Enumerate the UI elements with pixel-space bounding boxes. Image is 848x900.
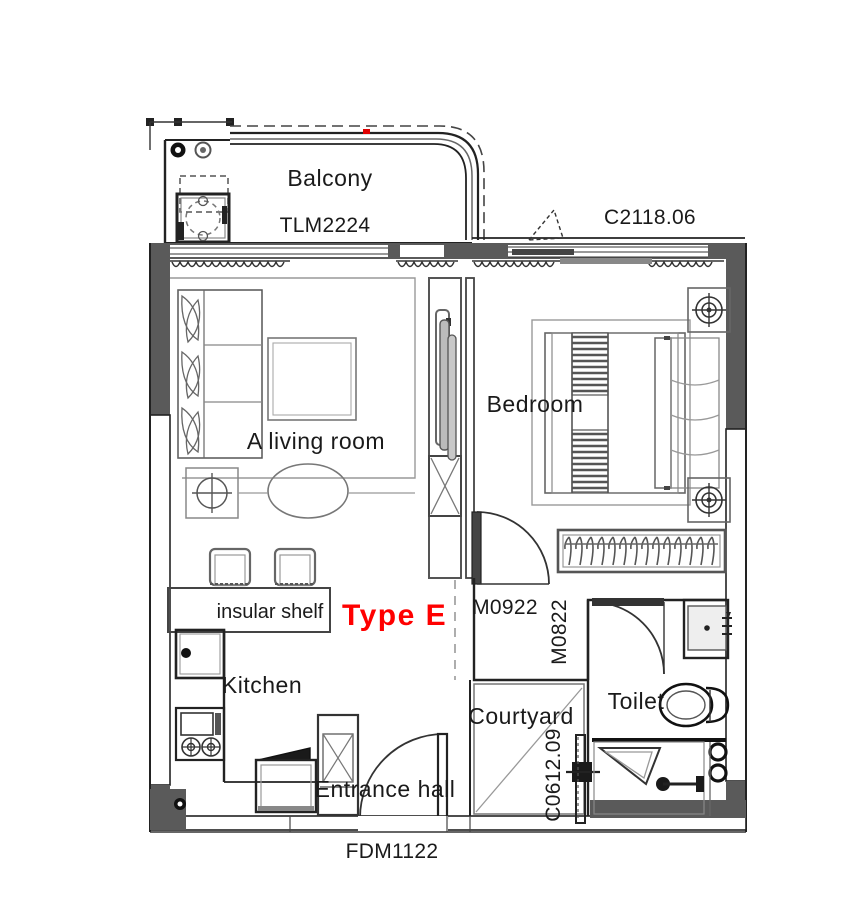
curtain-hatch-bedroom: [472, 258, 724, 268]
tv-cabinet-body: [428, 277, 462, 579]
bathroom-basin: [682, 598, 732, 660]
balcony-drain-icon: [170, 141, 212, 159]
window-marker-triangle: [527, 208, 564, 241]
code-label-toilet-door: M0822: [548, 599, 571, 665]
unit-walls: [149, 243, 747, 832]
three-seat-sofa: [177, 289, 263, 459]
kitchen-floor-drain-inner: [177, 801, 183, 807]
tv-panel-second: [447, 334, 457, 461]
kitchen-area: Kitchen: [174, 628, 318, 814]
code-label-balcony-door: TLM2224: [280, 214, 371, 237]
oval-dining-table: [267, 463, 349, 519]
living-floor-outline: [182, 277, 416, 479]
code-label-entry-door: FDM1122: [346, 840, 439, 863]
bedside-table-lamp: [687, 287, 731, 333]
entry-door-swing: [358, 732, 449, 832]
room-label-balcony: Balcony: [287, 165, 372, 191]
toilet-area: M0822: [548, 598, 732, 816]
code-label-courtyard-window: C0612.09: [542, 728, 565, 821]
water-closet: [658, 682, 730, 728]
shoe-cabinet-x: [316, 713, 360, 817]
balcony-railing-mid: [230, 138, 473, 240]
curtain-hatch-living-right: [396, 260, 458, 268]
four-burner-cooktop: [174, 706, 226, 762]
double-bed: [544, 332, 720, 494]
window-mullion: [512, 249, 574, 255]
courtyard-area: Courtyard C0612.09: [468, 683, 600, 824]
wall-gap: [400, 245, 444, 257]
refrigerator: [174, 628, 226, 680]
partition-slab: [465, 277, 475, 579]
code-label-bedroom-window: C2118.06: [604, 206, 696, 229]
balcony-railing-inner: [230, 143, 467, 240]
living-room-area: A living room: [170, 277, 416, 519]
room-label-living-room: A living room: [247, 428, 385, 454]
room-label-courtyard: Courtyard: [468, 703, 573, 729]
room-label-kitchen: Kitchen: [222, 672, 302, 698]
courtyard-diagonal: [475, 687, 583, 813]
bedroom-area: Bedroom: [471, 287, 731, 585]
bedroom-door-swing: [471, 511, 550, 585]
courtyard-window-valve: [566, 734, 600, 824]
bed-duvet-hatch: [571, 332, 609, 493]
balcony-railing-outer: [230, 131, 480, 240]
bedroom-floor-outline: [531, 319, 691, 506]
storage-cabinet-x: [428, 455, 462, 517]
window-opening-living: [168, 245, 388, 257]
bedside-table-lamp: [687, 477, 731, 523]
curtain-hatch-living: [170, 260, 290, 268]
insular-shelf-group: insular shelf: [167, 547, 331, 633]
wall-right-upper: [726, 243, 746, 429]
square-coffee-table: [267, 337, 357, 421]
interior-partitions: [222, 578, 726, 816]
code-label-bedroom-door: M0922: [472, 596, 538, 619]
bottom-dimension-line: [150, 816, 746, 833]
room-label-bedroom: Bedroom: [487, 391, 584, 417]
wall-bottom-right-pier: [590, 800, 746, 818]
wardrobe-with-hangers: [556, 528, 727, 574]
room-label-toilet: Toilet: [608, 688, 665, 714]
toilet-door-swing: [591, 598, 665, 675]
room-label-entrance-hall: Entrance hall: [315, 776, 456, 802]
balcony-railing-dashed: [230, 125, 485, 240]
entrance-hall-area: Entrance hall FDM1122: [315, 713, 456, 863]
bar-stool: [208, 547, 252, 587]
wall-left-upper: [150, 243, 170, 415]
shower-enclosure: [592, 738, 728, 816]
bar-stool: [273, 547, 317, 587]
railing-marker-red: [363, 129, 370, 134]
kitchen-sink: [254, 747, 318, 814]
insular-shelf-counter: [167, 587, 331, 633]
washing-machine: [175, 175, 231, 244]
room-label-insular-shelf: insular shelf: [217, 601, 324, 623]
tv-partition: [428, 277, 475, 579]
courtyard-wall: [472, 598, 588, 682]
plan-type-label: Type E: [342, 599, 447, 632]
